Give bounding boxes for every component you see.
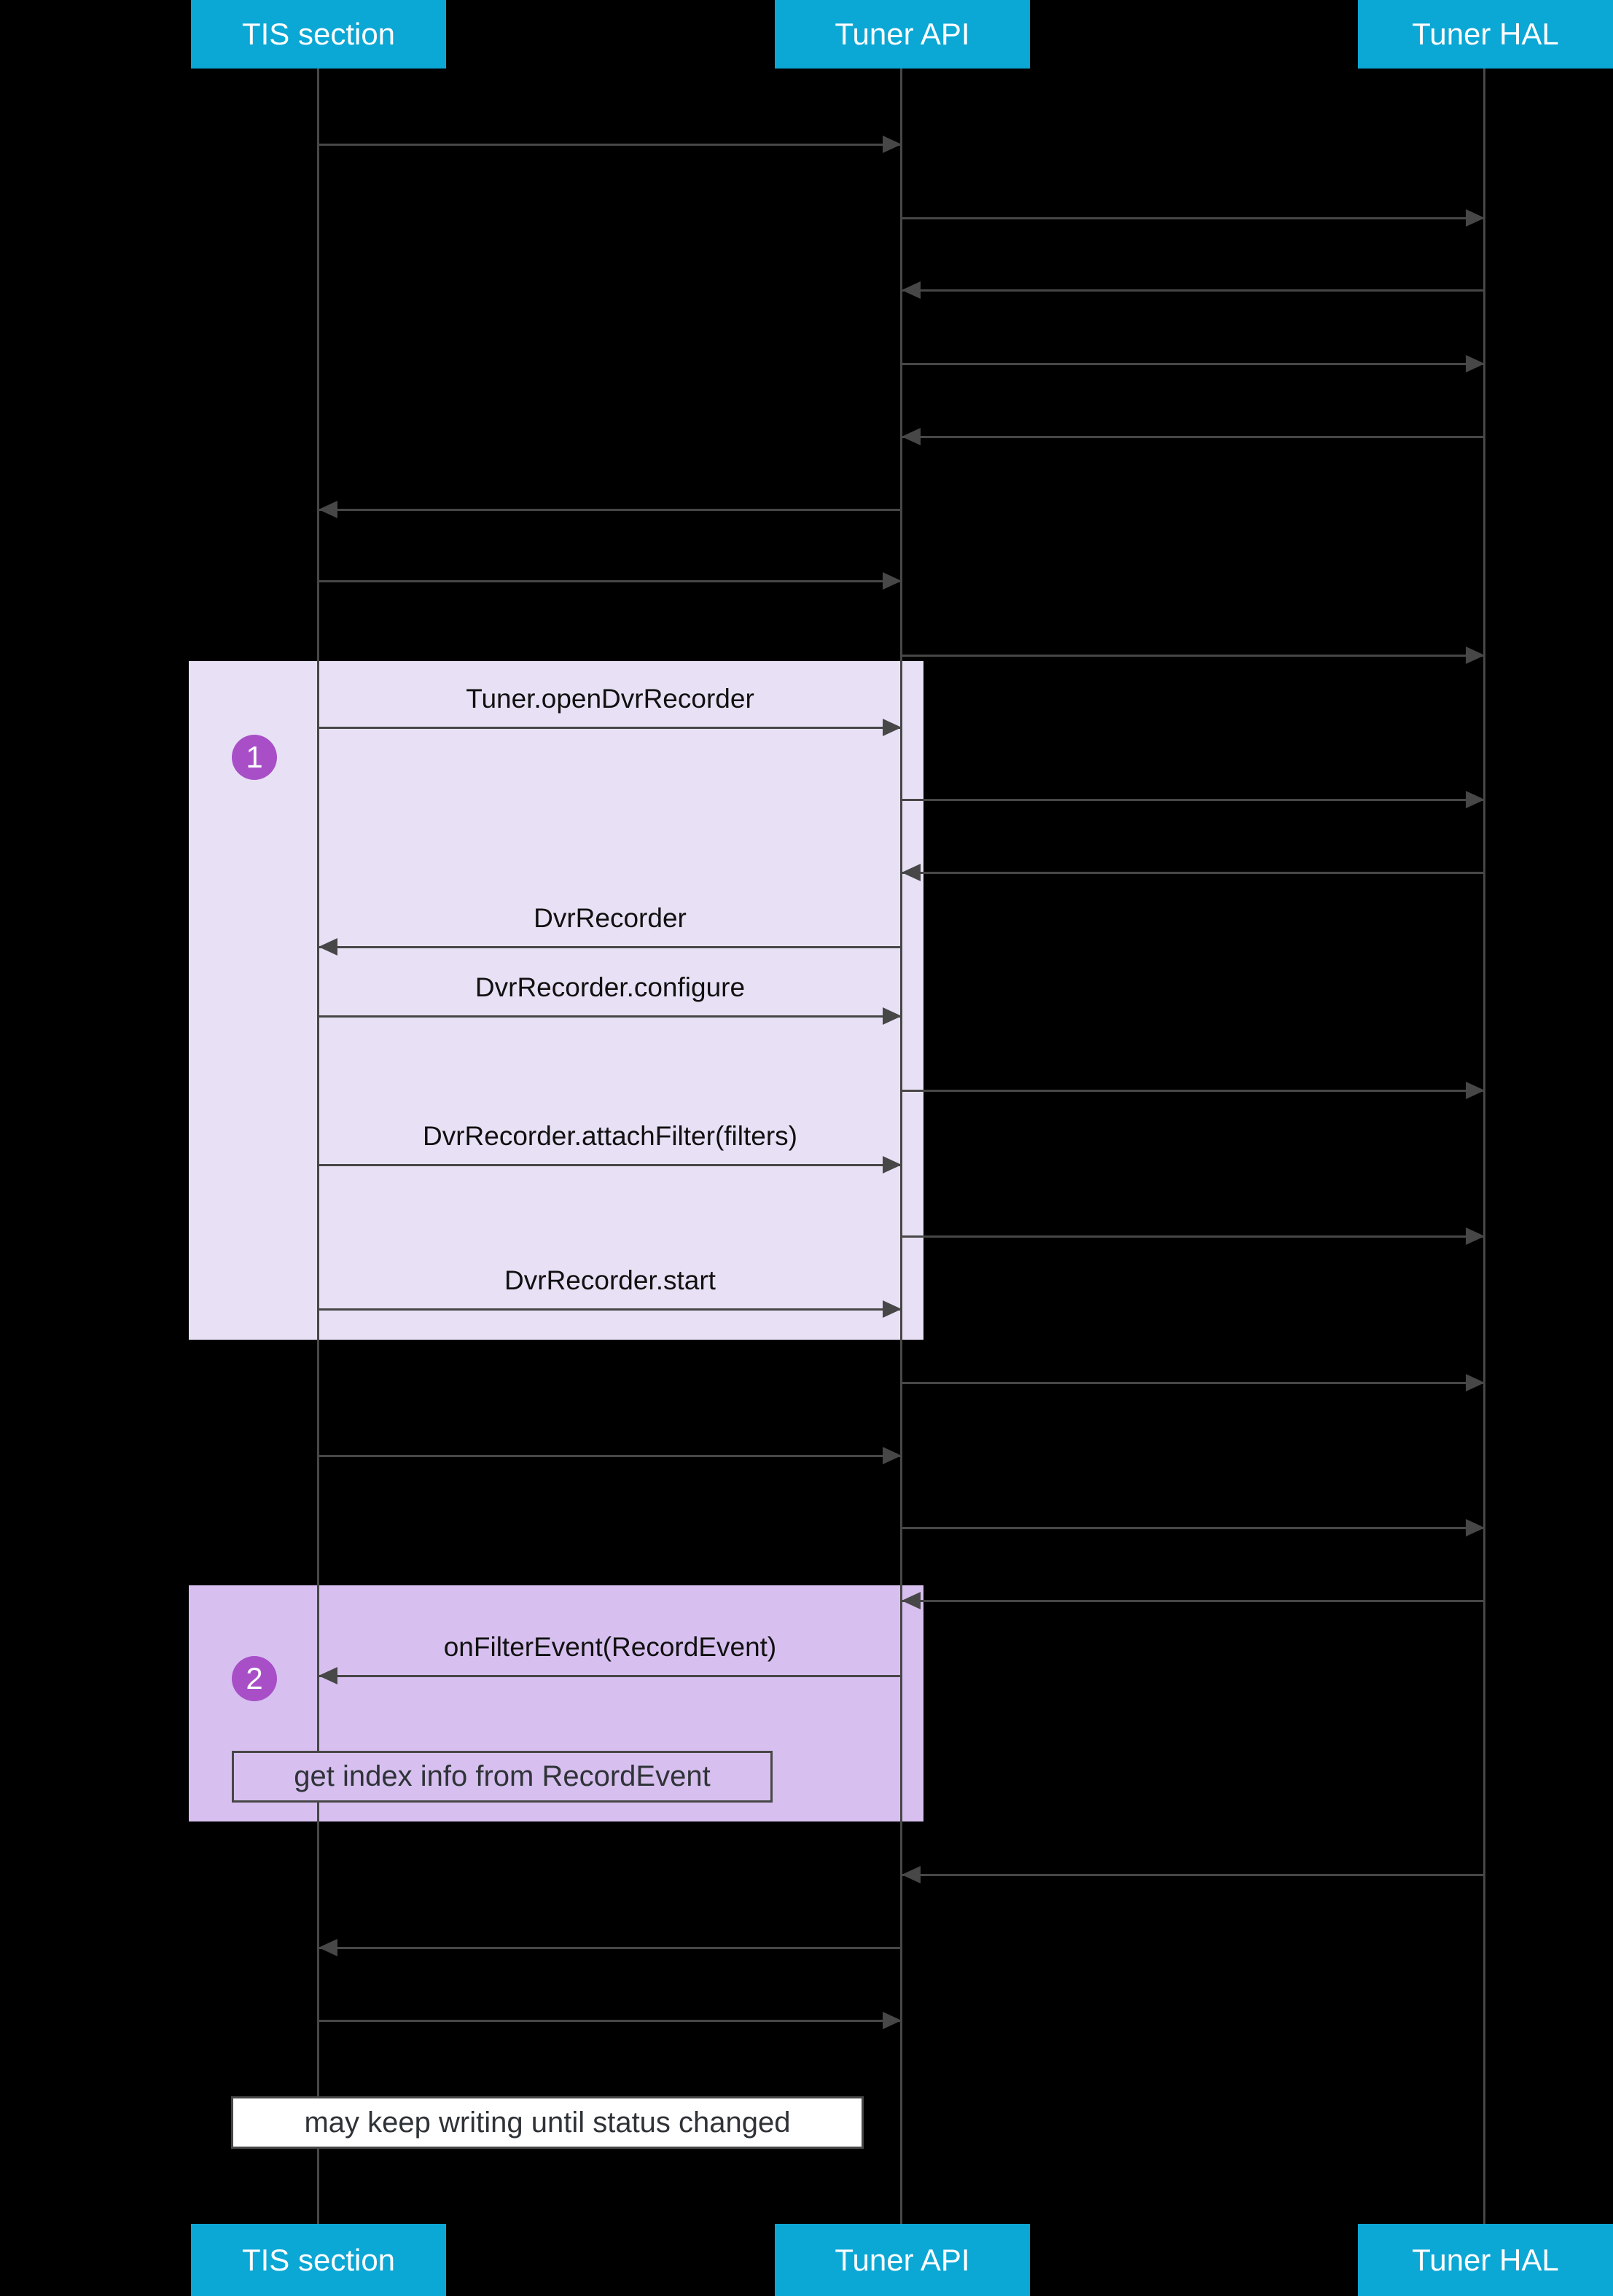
message-line <box>902 1600 1485 1602</box>
message-line <box>319 509 902 511</box>
arrowhead-icon <box>319 1939 337 1956</box>
message-line <box>902 1235 1485 1238</box>
arrowhead-icon <box>883 1156 902 1174</box>
message-line <box>319 1164 902 1166</box>
message-line <box>319 580 902 582</box>
arrowhead-icon <box>319 938 337 956</box>
arrowhead-icon <box>883 1300 902 1318</box>
arrowhead-icon <box>1466 1374 1485 1391</box>
arrowhead-icon <box>1466 1519 1485 1536</box>
lifeline-hal <box>1483 69 1485 2224</box>
message-label: onFilterEvent(RecordEvent) <box>443 1632 777 1662</box>
message-label: DvrRecorder.start <box>504 1265 716 1295</box>
message-line <box>319 1675 902 1677</box>
message-line <box>319 727 902 729</box>
message-line <box>902 436 1485 438</box>
arrowhead-icon <box>902 1866 921 1883</box>
arrowhead-icon <box>902 1592 921 1609</box>
arrowhead-icon <box>902 428 921 445</box>
arrowhead-icon <box>883 2012 902 2029</box>
message-line <box>319 946 902 948</box>
arrowhead-icon <box>1466 647 1485 664</box>
arrowhead-icon <box>902 864 921 881</box>
arrowhead-icon <box>319 1667 337 1684</box>
message-label: DvrRecorder <box>534 903 687 933</box>
participant-top-hal: Tuner HAL <box>1358 0 1613 69</box>
region-number-badge-1: 1 <box>232 735 277 780</box>
message-label: Tuner.openDvrRecorder <box>466 684 754 714</box>
message-label: DvrRecorder.attachFilter(filters) <box>422 1121 797 1151</box>
message-line <box>902 217 1485 219</box>
participant-top-tis: TIS section <box>191 0 446 69</box>
message-line <box>319 1947 902 1949</box>
message-line <box>902 1090 1485 1092</box>
arrowhead-icon <box>883 1007 902 1025</box>
note-box: get index info from RecordEvent <box>232 1751 773 1803</box>
message-line <box>319 1455 902 1457</box>
arrowhead-icon <box>1466 791 1485 808</box>
participant-bottom-hal: Tuner HAL <box>1358 2224 1613 2296</box>
region-number-badge-2: 2 <box>232 1656 277 1701</box>
arrowhead-icon <box>1466 1227 1485 1245</box>
message-line <box>902 289 1485 292</box>
message-line <box>902 363 1485 365</box>
arrowhead-icon <box>883 1447 902 1464</box>
lifeline-tis <box>317 69 319 2224</box>
arrowhead-icon <box>902 281 921 299</box>
message-line <box>902 1382 1485 1384</box>
message-line <box>902 799 1485 801</box>
message-line <box>319 144 902 146</box>
note-box: may keep writing until status changed <box>231 2096 864 2149</box>
message-line <box>319 2020 902 2022</box>
highlight-region-1 <box>189 661 923 1340</box>
message-line <box>902 655 1485 657</box>
participant-top-api: Tuner API <box>775 0 1030 69</box>
arrowhead-icon <box>883 572 902 590</box>
message-line <box>902 1874 1485 1876</box>
participant-bottom-tis: TIS section <box>191 2224 446 2296</box>
arrowhead-icon <box>1466 1082 1485 1099</box>
message-line <box>319 1308 902 1311</box>
arrowhead-icon <box>883 136 902 153</box>
arrowhead-icon <box>1466 209 1485 227</box>
participant-bottom-api: Tuner API <box>775 2224 1030 2296</box>
message-line <box>902 872 1485 874</box>
message-line <box>902 1527 1485 1529</box>
arrowhead-icon <box>319 501 337 518</box>
message-line <box>319 1015 902 1018</box>
arrowhead-icon <box>883 719 902 736</box>
message-label: DvrRecorder.configure <box>474 972 746 1002</box>
arrowhead-icon <box>1466 355 1485 372</box>
lifeline-api <box>900 69 902 2224</box>
